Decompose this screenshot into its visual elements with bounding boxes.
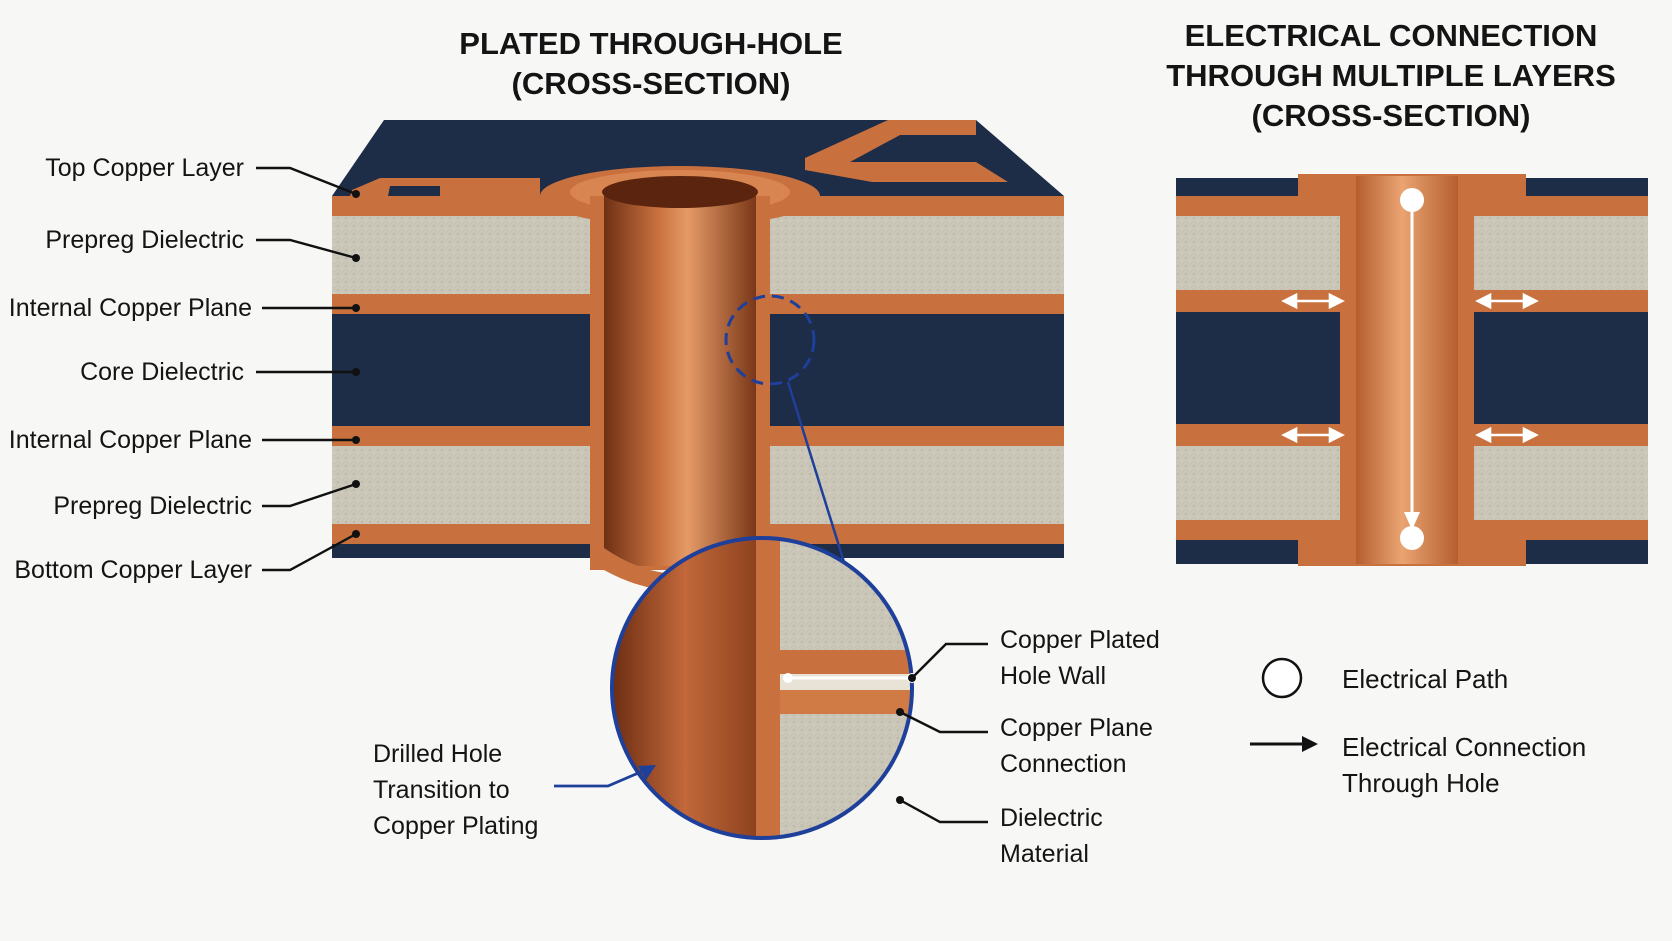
right-title-line1: ELECTRICAL CONNECTION bbox=[1185, 18, 1598, 53]
label-prepreg-top: Prepreg Dielectric bbox=[45, 226, 244, 254]
label-internal-plane-2: Internal Copper Plane bbox=[9, 426, 252, 454]
top-trace bbox=[805, 120, 1008, 182]
legend-path-icon bbox=[1261, 657, 1303, 699]
pcb-cross-section bbox=[332, 120, 1064, 591]
plane-connection-arrows bbox=[1281, 292, 1539, 444]
left-title-line1: PLATED THROUGH-HOLE bbox=[459, 26, 842, 61]
path-node-top bbox=[1400, 188, 1424, 212]
label-internal-plane-1: Internal Copper Plane bbox=[9, 294, 252, 322]
label-prepreg-bottom: Prepreg Dielectric bbox=[53, 492, 252, 520]
label-dielectric-2: Material bbox=[1000, 840, 1089, 868]
plated-hole-wall bbox=[604, 196, 756, 566]
label-hole-wall-1: Copper Plated bbox=[1000, 626, 1160, 654]
right-title-line3: (CROSS-SECTION) bbox=[1252, 98, 1531, 133]
legend-connection-line2: Through Hole bbox=[1342, 768, 1500, 798]
multilayer-cross-section bbox=[1176, 174, 1648, 566]
label-plane-conn-2: Connection bbox=[1000, 750, 1126, 778]
label-top-copper: Top Copper Layer bbox=[45, 154, 244, 182]
label-dielectric-1: Dielectric bbox=[1000, 804, 1103, 832]
label-bottom-copper: Bottom Copper Layer bbox=[14, 556, 252, 584]
left-title-line2: (CROSS-SECTION) bbox=[512, 66, 791, 101]
label-hole-wall-2: Hole Wall bbox=[1000, 662, 1106, 690]
layer-leaders bbox=[256, 166, 360, 572]
label-drilled-3: Copper Plating bbox=[373, 812, 538, 840]
right-title-line2: THROUGH MULTIPLE LAYERS bbox=[1166, 58, 1616, 93]
legend-path-label: Electrical Path bbox=[1342, 664, 1508, 694]
label-drilled-2: Transition to bbox=[373, 776, 510, 804]
label-plane-conn-1: Copper Plane bbox=[1000, 714, 1153, 742]
zoom-connector-line bbox=[786, 381, 850, 576]
zoom-indicator-circle bbox=[724, 294, 816, 386]
top-left-trace bbox=[350, 178, 540, 196]
label-core: Core Dielectric bbox=[80, 358, 244, 386]
legend-connection-line1: Electrical Connection bbox=[1342, 732, 1586, 762]
zoom-leaders bbox=[554, 642, 988, 824]
label-drilled-1: Drilled Hole bbox=[373, 740, 502, 768]
legend: Electrical Path Electrical Connection Th… bbox=[1250, 657, 1586, 798]
path-node-bottom bbox=[1400, 526, 1424, 550]
zoom-detail bbox=[610, 536, 917, 840]
hole-opening bbox=[602, 176, 758, 208]
